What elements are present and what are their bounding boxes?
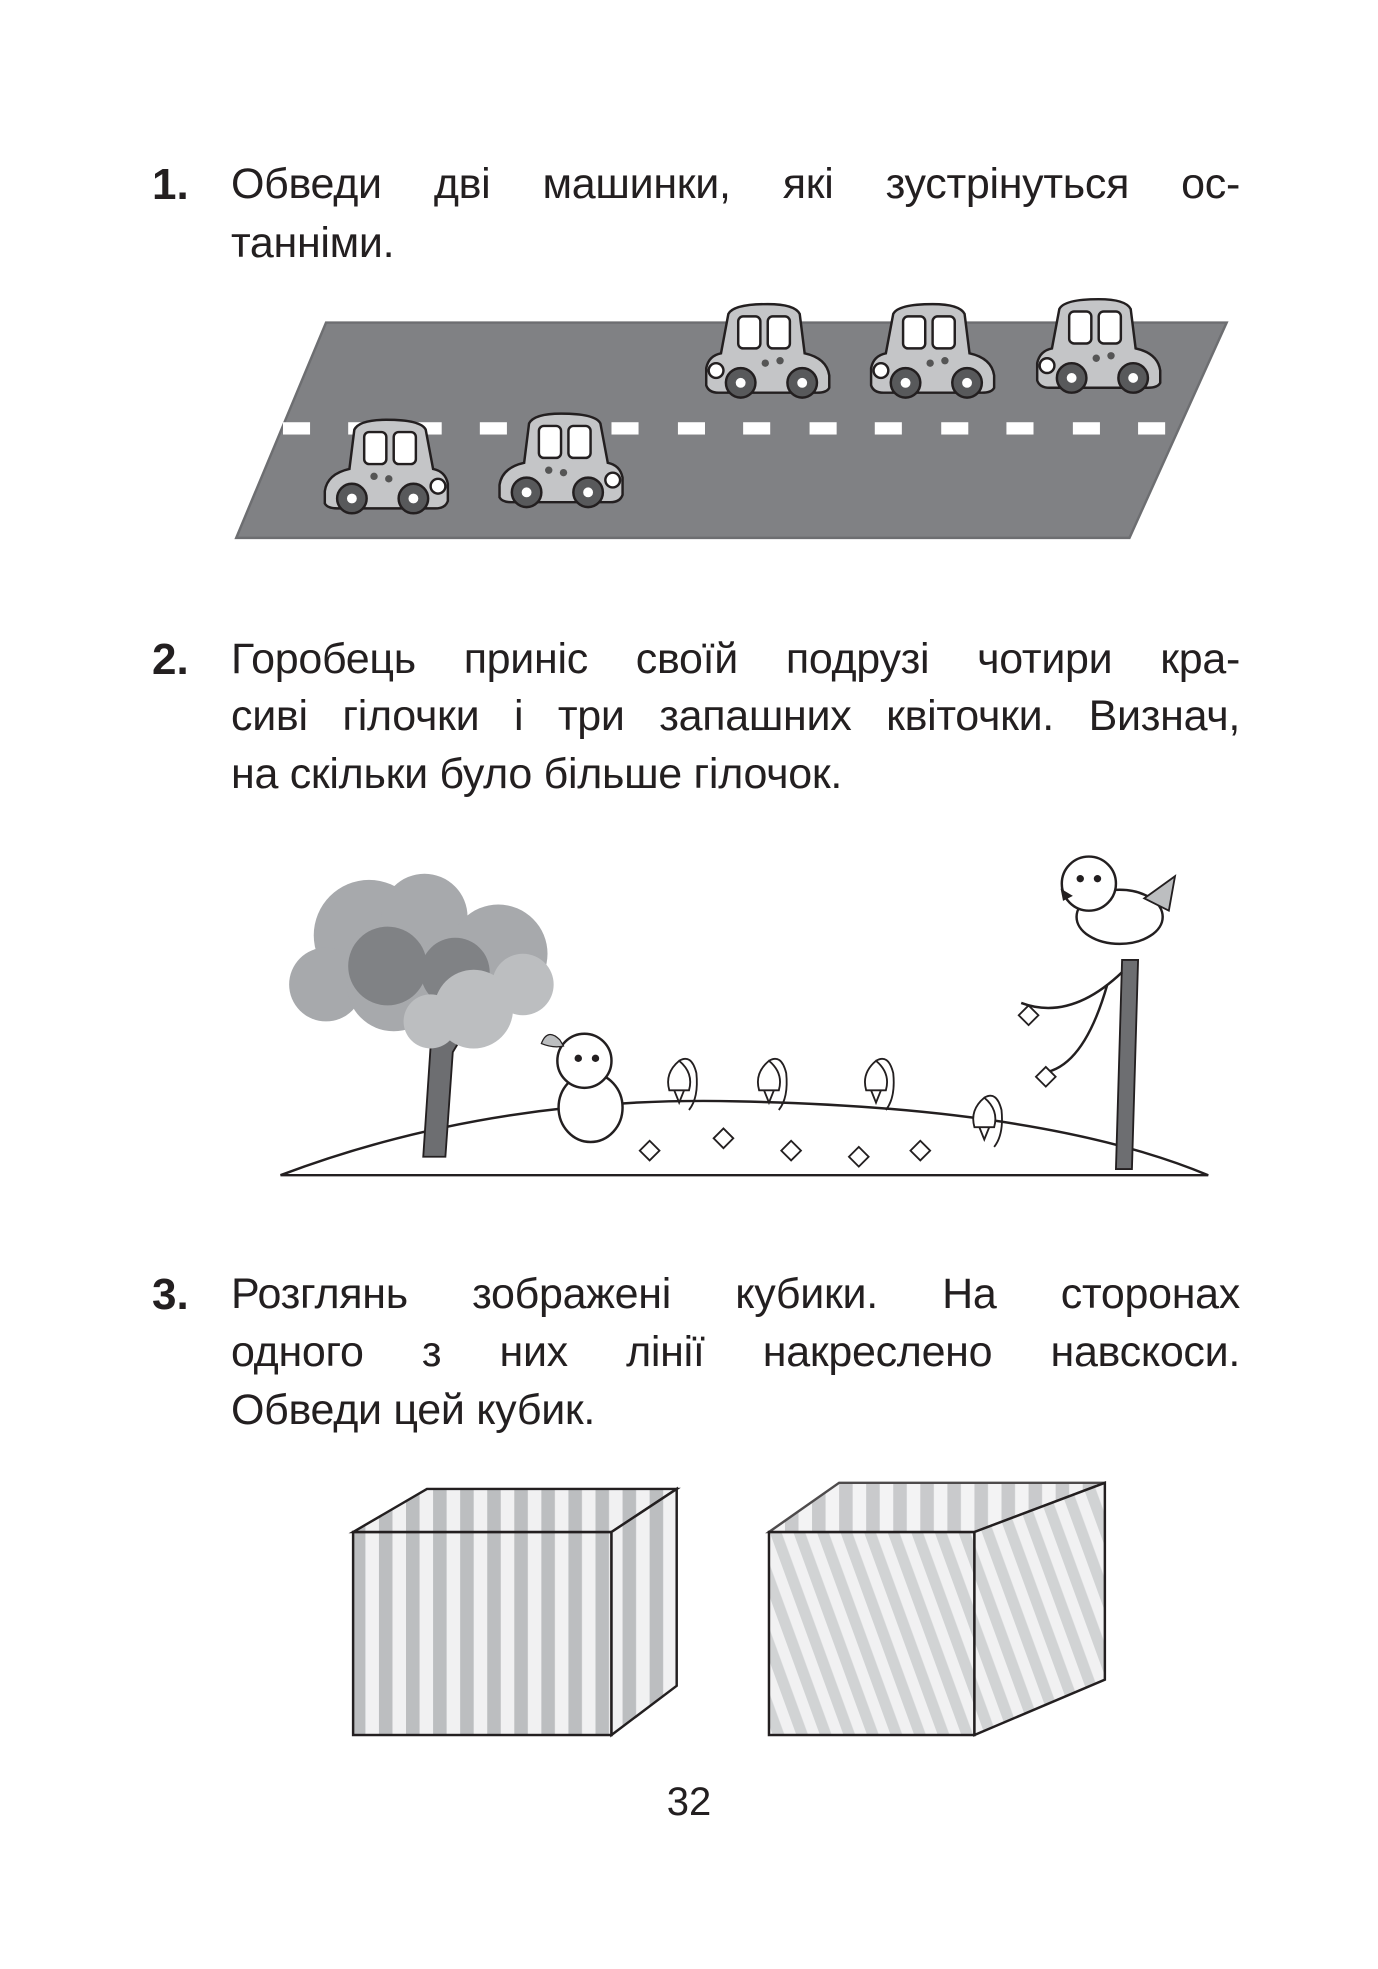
cube-diagonal-stripes — [765, 1481, 1107, 1737]
task-text-line: сиві гілочки і три запашних квіточки. Ви… — [231, 692, 1240, 740]
task-text-line: на скільки було більше гілочок. — [231, 750, 843, 798]
task-number: 3. — [152, 1270, 189, 1319]
flower-icon — [864, 1057, 895, 1111]
task-text-line: Обведи цей кубик. — [231, 1386, 596, 1434]
task-text-line: Горобець приніс своїй подрузі чотири кра… — [231, 635, 1240, 683]
sparrow-icon — [1060, 855, 1177, 946]
sparrow-female-icon — [540, 1032, 624, 1144]
page-number: 32 — [666, 1780, 712, 1824]
task-text-line: Обведи дві машинки, які зустрінуться ос- — [231, 160, 1240, 208]
task-text-line: танніми. — [231, 219, 395, 267]
tree-icon — [289, 873, 554, 1158]
task-text-line: одного з них лінії накреслено навскоси. — [231, 1328, 1240, 1376]
road-illustration — [234, 297, 1229, 540]
task-number: 2. — [152, 635, 189, 684]
meadow-illustration — [280, 855, 1209, 1177]
task-number: 1. — [152, 160, 189, 209]
cube-vertical-stripes — [348, 1486, 681, 1738]
task-text-line: Розглянь зображені кубики. На сторонах — [231, 1270, 1240, 1318]
